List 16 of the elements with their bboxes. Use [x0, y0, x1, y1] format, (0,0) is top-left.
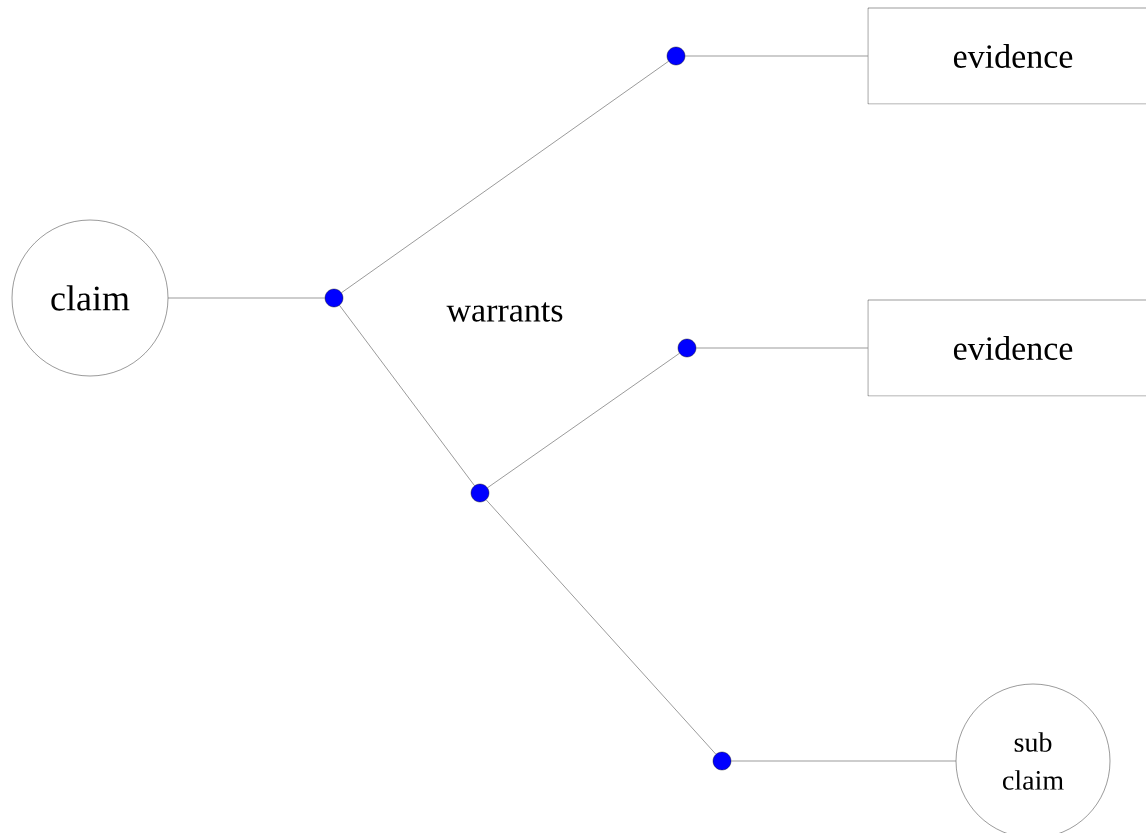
connector-line	[696, 347, 868, 349]
evidence-box: evidence	[867, 299, 1146, 397]
connector-line	[485, 499, 717, 755]
connector-line	[487, 353, 680, 488]
connector-line	[339, 305, 475, 486]
junction-dot	[324, 288, 344, 308]
connector-line	[685, 55, 868, 57]
connector-line	[731, 760, 956, 762]
label-text: warrants	[446, 302, 563, 322]
connector-line	[341, 61, 669, 293]
junction-dot	[666, 46, 686, 66]
junction-dot	[470, 483, 490, 503]
connector-line	[168, 297, 325, 299]
junction-dot	[712, 751, 732, 771]
junction-dot	[677, 338, 697, 358]
evidence-box: evidence	[867, 7, 1146, 105]
